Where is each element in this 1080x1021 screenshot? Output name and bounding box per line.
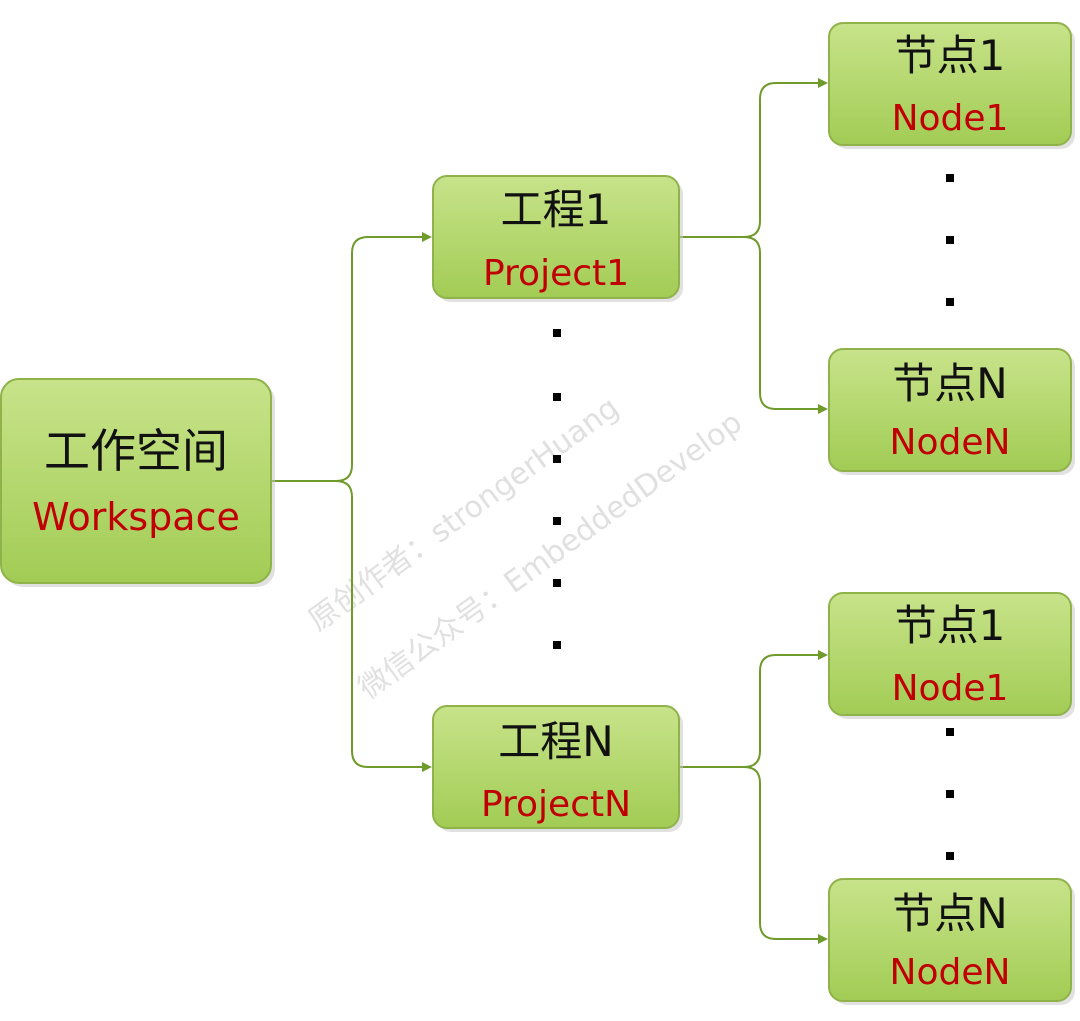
ellipsis-dot — [553, 641, 561, 649]
ellipsis-dot — [553, 393, 561, 401]
project-label-en: Project1 — [483, 253, 629, 294]
node-box-pN-node1: 节点1 Node1 — [828, 592, 1075, 719]
node-box-p1-node1: 节点1 Node1 — [828, 22, 1075, 149]
node-box-pN-nodeN: 节点N NodeN — [828, 878, 1075, 1005]
node-box-p1-nodeN: 节点N NodeN — [828, 348, 1075, 475]
ellipsis-dot — [553, 455, 561, 463]
connector-project1-nodeN — [743, 236, 828, 414]
node-label-cn: 节点1 — [895, 601, 1006, 650]
ellipsis-dot — [946, 728, 954, 736]
ellipsis-dot — [946, 298, 954, 306]
connector-workspace-project1 — [272, 232, 432, 482]
ellipsis-dot — [553, 579, 561, 587]
ellipsis-dot — [553, 329, 561, 337]
node-label-en: NodeN — [890, 422, 1011, 463]
node-label-cn: 节点N — [892, 359, 1007, 408]
project-label-cn: 工程1 — [501, 185, 612, 234]
node-label-en: Node1 — [892, 668, 1009, 709]
connector-projectN-node1 — [679, 650, 828, 768]
ellipsis-dot — [946, 790, 954, 798]
watermark: 原创作者：strongerHuang 微信公众号：EmbeddedDevelop — [302, 390, 749, 706]
workspace-label-en: Workspace — [32, 495, 240, 539]
connector-project1-node1 — [679, 78, 828, 238]
connector-projectN-nodeN — [743, 766, 828, 944]
project-box-n: 工程N ProjectN — [432, 705, 683, 832]
ellipsis-dot — [946, 236, 954, 244]
workspace-label-cn: 工作空间 — [44, 424, 228, 478]
ellipsis-dots — [553, 174, 954, 860]
connector-workspace-projectN — [335, 480, 432, 772]
project-box-1: 工程1 Project1 — [432, 175, 683, 302]
node-label-en: NodeN — [890, 952, 1011, 993]
connectors — [272, 78, 828, 944]
project-label-en: ProjectN — [481, 784, 631, 825]
node-label-cn: 节点1 — [895, 31, 1006, 80]
node-label-cn: 节点N — [892, 889, 1007, 938]
ellipsis-dot — [946, 852, 954, 860]
project-label-cn: 工程N — [498, 717, 613, 766]
workspace-box: 工作空间 Workspace — [0, 378, 275, 587]
ellipsis-dot — [553, 517, 561, 525]
ellipsis-dot — [946, 174, 954, 182]
node-label-en: Node1 — [892, 98, 1009, 139]
